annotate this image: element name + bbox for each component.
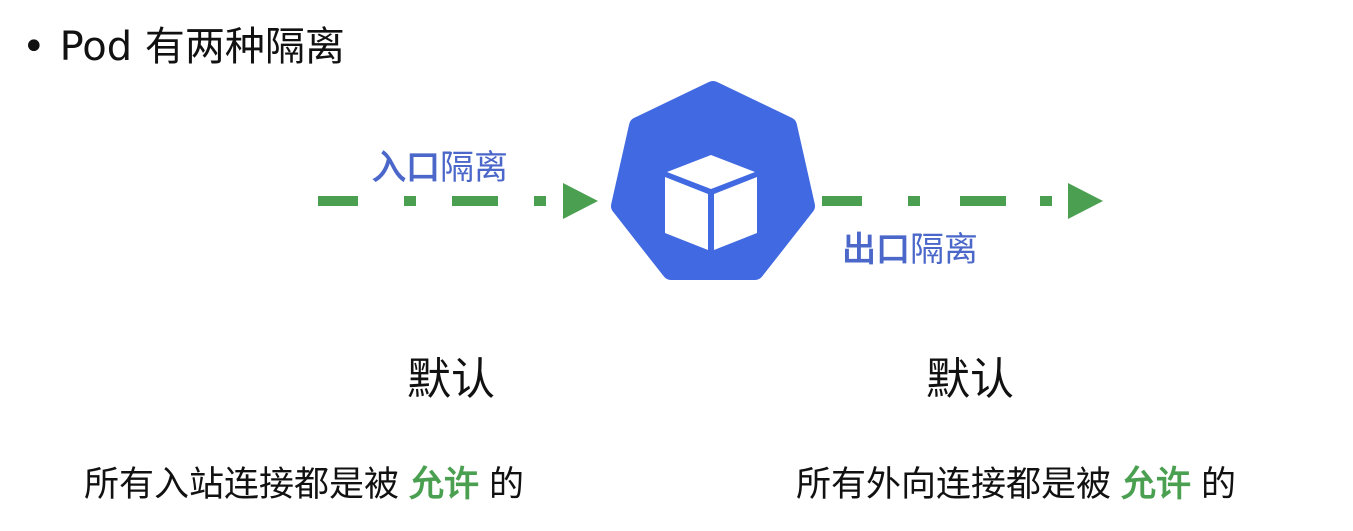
egress-isolation-label: 出口隔离	[842, 222, 978, 271]
egress-desc-highlight: 允许	[1121, 465, 1192, 505]
ingress-desc-suffix: 的	[489, 465, 525, 505]
egress-description: 所有外向连接都是被允许的	[796, 456, 1236, 507]
ingress-desc-highlight: 允许	[409, 465, 480, 505]
ingress-isolation-label: 入口隔离	[372, 140, 508, 189]
egress-label-rest: 隔离	[910, 230, 978, 270]
ingress-desc-prefix: 所有入站连接都是被	[84, 465, 400, 505]
egress-desc-suffix: 的	[1201, 465, 1237, 505]
egress-arrow	[822, 183, 1103, 219]
ingress-label-rest: 隔离	[440, 148, 508, 188]
pod-icon	[611, 81, 815, 280]
ingress-label-strong: 入口	[372, 148, 440, 188]
egress-default-label: 默认	[926, 354, 1014, 405]
bullet-icon: •	[22, 24, 46, 70]
slide-title: • Pod 有两种隔离	[22, 14, 345, 72]
egress-label-strong: 出口	[842, 230, 910, 270]
ingress-arrow	[318, 183, 598, 219]
egress-desc-prefix: 所有外向连接都是被	[796, 465, 1112, 505]
cube-icon	[665, 155, 757, 250]
ingress-description: 所有入站连接都是被允许的	[84, 456, 524, 507]
slide-title-text: Pod 有两种隔离	[59, 24, 345, 70]
ingress-default-label: 默认	[407, 354, 495, 405]
